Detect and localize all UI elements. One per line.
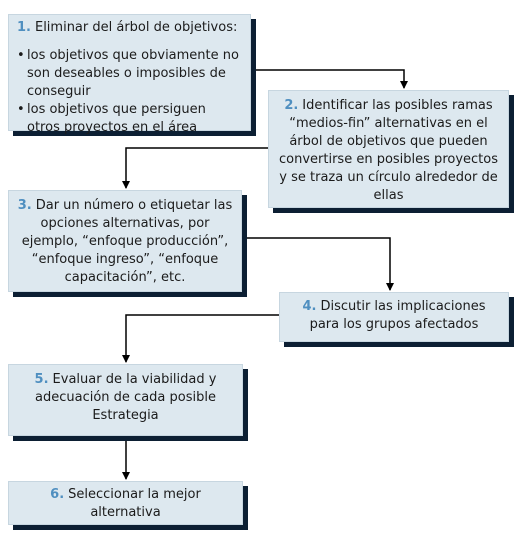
step-6-box: 6.Seleccionar la mejor alternativa bbox=[8, 481, 243, 525]
arrow-step4-to-step5 bbox=[122, 314, 279, 363]
arrow-step3-to-step4 bbox=[242, 237, 394, 291]
step-4-number: 4. bbox=[302, 299, 317, 314]
step-1-title-line: 1.Eliminar del árbol de objetivos: bbox=[17, 19, 242, 37]
arrow-step2-to-step3 bbox=[122, 147, 268, 189]
step-2-text: Identificar las posibles ramas “medios-f… bbox=[279, 98, 498, 203]
step-3-box: 3.Dar un número o etiquetar las opciones… bbox=[8, 190, 242, 292]
step-5-number: 5. bbox=[34, 372, 49, 387]
step-2-number: 2. bbox=[284, 98, 299, 113]
step-5-text: Evaluar de la viabilidad y adecuación de… bbox=[35, 372, 217, 423]
step-1-title: Eliminar del árbol de objetivos: bbox=[34, 20, 238, 35]
step-6-number: 6. bbox=[50, 487, 65, 502]
step-6-text: Seleccionar la mejor alternativa bbox=[68, 487, 201, 520]
step-3-text: Dar un número o etiquetar las opciones a… bbox=[21, 198, 233, 285]
step-4-box: 4.Discutir las implicaciones para los gr… bbox=[279, 292, 509, 342]
step-1-number: 1. bbox=[17, 20, 31, 35]
step-1-bullet-list: los objetivos que obviamente no son dese… bbox=[17, 47, 242, 137]
step-1-bullet: los objetivos que persiguen otros proyec… bbox=[17, 101, 242, 137]
step-1-bullet: los objetivos que obviamente no son dese… bbox=[17, 47, 242, 101]
step-5-box: 5.Evaluar de la viabilidad y adecuación … bbox=[8, 364, 243, 436]
step-3-number: 3. bbox=[17, 198, 32, 213]
step-1-box: 1.Eliminar del árbol de objetivos: los o… bbox=[8, 14, 251, 135]
step-4-text: Discutir las implicaciones para los grup… bbox=[309, 299, 486, 332]
arrow-step1-to-step2 bbox=[251, 69, 408, 89]
step-2-box: 2.Identificar las posibles ramas “medios… bbox=[268, 90, 509, 208]
